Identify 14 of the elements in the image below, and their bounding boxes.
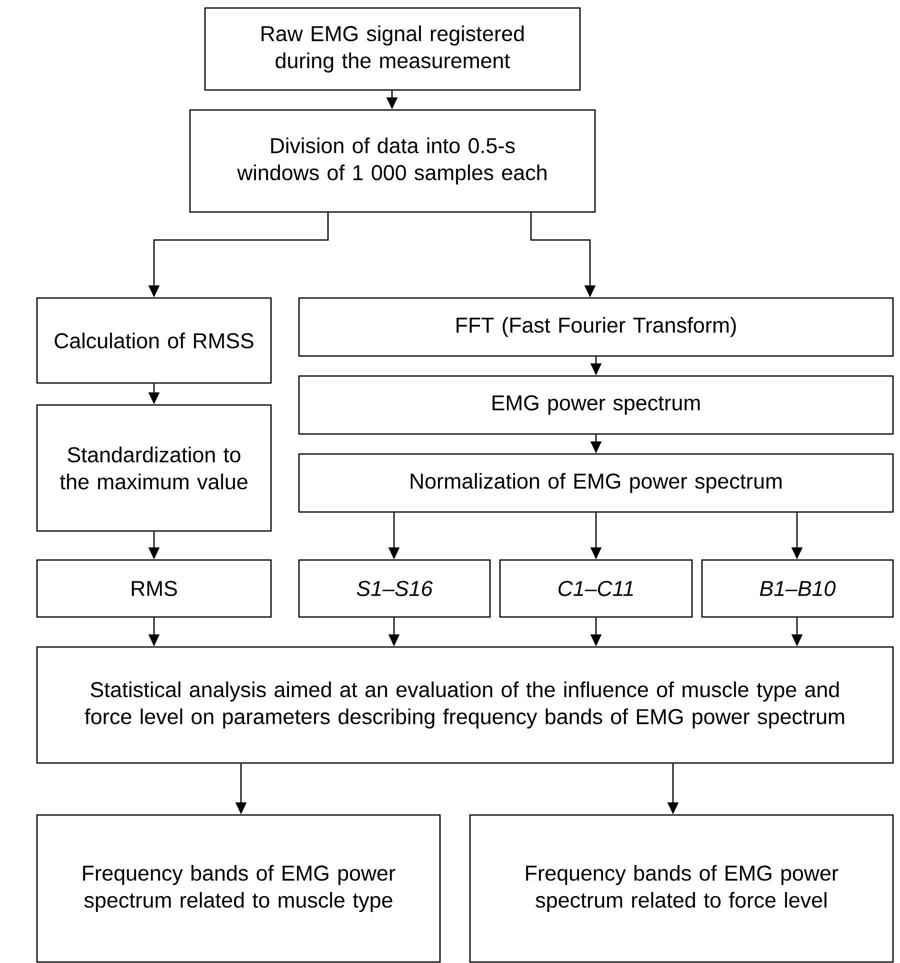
process-box: C1–C11	[499, 559, 693, 618]
process-box: EMG power spectrum	[298, 375, 894, 435]
process-box: Statistical analysis aimed at an evaluation of the influence of muscle type and force level on parameters describing frequency bands of EMG power spectrum	[36, 646, 894, 764]
process-box: Raw EMG signal registered during the measurement	[204, 7, 581, 91]
process-box: Standardization to the maximum value	[36, 404, 272, 532]
process-box: S1–S16	[298, 559, 491, 618]
process-box: FFT (Fast Fourier Transform)	[298, 297, 894, 357]
process-box: Division of data into 0.5-s windows of 1 000 samples each	[189, 109, 596, 213]
process-box: Calculation of RMSS	[36, 297, 272, 384]
process-box: Frequency bands of EMG power spectrum related to force level	[469, 814, 894, 963]
process-box: Frequency bands of EMG power spectrum related to muscle type	[36, 814, 441, 963]
process-box: Normalization of EMG power spectrum	[298, 453, 894, 513]
process-box: RMS	[36, 559, 272, 618]
process-box: B1–B10	[701, 559, 894, 618]
